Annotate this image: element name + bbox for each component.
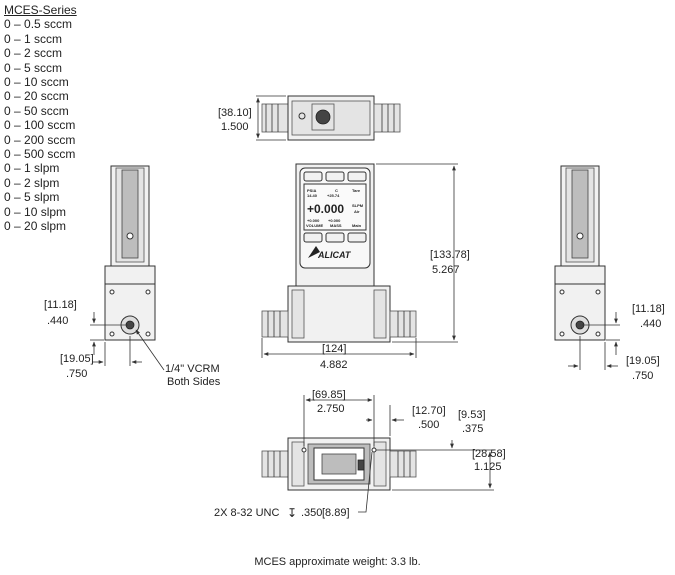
range-item: 0 – 20 sccm [4, 89, 69, 104]
thread-depth-symbol-icon: ↧ [287, 506, 297, 520]
front-view: PSIA 14.40 C +25.74 Tare +0.000 SLPM Air… [261, 163, 470, 371]
thread-callout-prefix: 2X 8-32 UNC [214, 507, 279, 519]
series-title: MCES-Series [4, 3, 77, 17]
range-item: 0 – 0.5 sccm [4, 17, 73, 32]
depth-mm: [38.10] [218, 107, 252, 119]
height-in: 5.267 [432, 264, 460, 276]
port-height-mm-left: [11.18] [44, 299, 77, 311]
weight-note: MCES approximate weight: 3.3 lb. [254, 556, 421, 568]
range-item: 0 – 1 sccm [4, 31, 63, 46]
mount-offset-in: .500 [418, 419, 439, 431]
bottom-view: [69.85] 2.750 [12.70] .500 [9.53] .375 [… [214, 389, 506, 520]
mount-depth-in: 1.125 [474, 461, 502, 473]
left-side-view: [11.18] .440 [19.05] .750 1/4" VCRM Both… [44, 165, 221, 388]
lcd-value-mid: +25.74 [327, 193, 340, 198]
lcd-bottom-left-value: +0.000 [307, 218, 320, 223]
lcd-bottom-left-label: VOLUME [306, 223, 323, 228]
lcd-units-mid: C [335, 188, 338, 193]
lcd-main-gas: Air [354, 209, 360, 214]
thread-depth-in: .350 [301, 507, 322, 519]
range-item: 0 – 10 slpm [4, 204, 67, 219]
connector-icon [315, 109, 331, 125]
top-outlet-fitting [373, 103, 401, 133]
mount-offset-mm: [12.70] [412, 405, 446, 417]
alicat-logo-icon [308, 246, 320, 258]
lcd-main-units: SLPM [352, 203, 364, 208]
port-width-in-right: .750 [632, 370, 653, 382]
mount-depth-mm: [28.58] [472, 448, 506, 460]
port-width-mm-right: [19.05] [626, 355, 660, 367]
lcd-bottom-mid-value: +0.000 [328, 218, 341, 223]
lcd-bottom-mid-label: MASS [330, 223, 342, 228]
mount-edge-mm: [9.53] [458, 409, 486, 421]
range-item: 0 – 100 sccm [4, 118, 76, 133]
height-mm: [133.78] [430, 249, 470, 261]
range-item: 0 – 10 sccm [4, 75, 69, 90]
lcd-main-value: +0.000 [307, 202, 344, 216]
lcd-bottom-right-label: Main [352, 223, 362, 228]
port-height-in-left: .440 [47, 315, 68, 327]
port-height-in-right: .440 [640, 318, 661, 330]
port-height-mm-right: [11.18] [632, 303, 665, 315]
range-item: 0 – 500 sccm [4, 147, 76, 162]
range-item: 0 – 50 sccm [4, 103, 69, 118]
range-item: 0 – 2 slpm [4, 175, 60, 190]
thread-depth-mm: [8.89] [322, 507, 350, 519]
lcd-value-left: 14.40 [307, 193, 318, 198]
right-side-view: [11.18] .440 [19.05] .750 [554, 165, 665, 382]
lcd-display [303, 183, 367, 231]
port-width-in-left: .750 [66, 368, 87, 380]
port-width-mm-left: [19.05] [60, 353, 94, 365]
top-view: [38.10] 1.500 [218, 95, 401, 141]
mount-hole-icon [301, 447, 307, 453]
fitting-label-line2: Both Sides [167, 376, 221, 388]
mount-edge-in: .375 [462, 423, 483, 435]
range-item: 0 – 1 slpm [4, 161, 60, 176]
range-item: 0 – 2 sccm [4, 46, 63, 61]
depth-in: 1.500 [221, 121, 249, 133]
length-in: 4.882 [320, 359, 348, 371]
mount-spacing-in: 2.750 [317, 403, 345, 415]
range-item: 0 – 20 slpm [4, 219, 67, 234]
range-item: 0 – 200 sccm [4, 132, 76, 147]
brand-logo-text: ALICAT [317, 250, 352, 260]
range-item: 0 – 5 sccm [4, 60, 63, 75]
lcd-units-right: Tare [352, 188, 361, 193]
flow-range-list: MCES-Series 0 – 0.5 sccm 0 – 1 sccm 0 – … [4, 3, 77, 234]
range-item: 0 – 5 slpm [4, 190, 60, 205]
lcd-units-left: PSIA [307, 188, 316, 193]
fitting-label-line1: 1/4" VCRM [165, 363, 220, 375]
mount-spacing-mm: [69.85] [312, 389, 346, 401]
mount-hole-icon [371, 447, 377, 453]
length-mm: [124] [322, 343, 346, 355]
